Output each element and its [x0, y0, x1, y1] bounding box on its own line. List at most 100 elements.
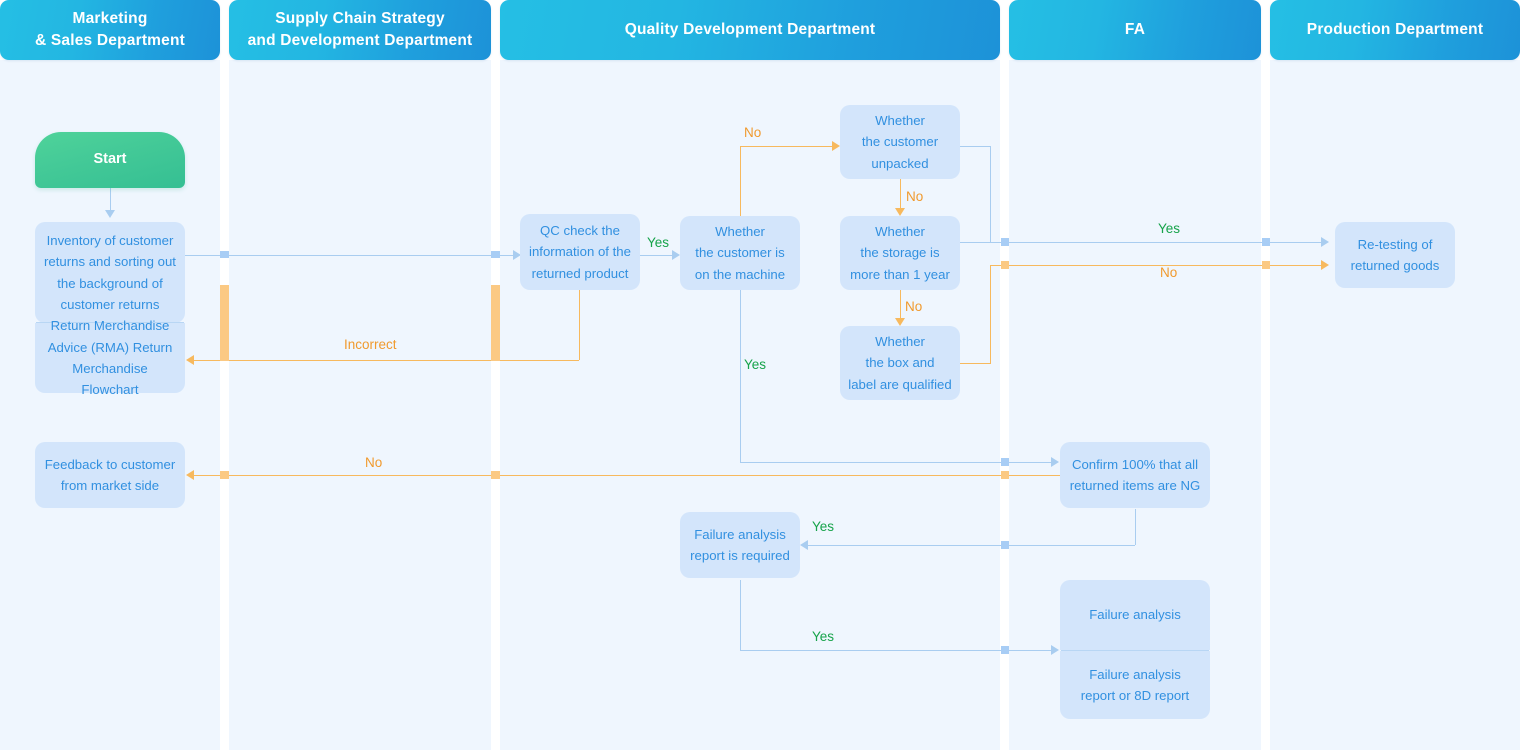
node-start[interactable]: Start: [35, 132, 185, 188]
node-line1: Whether: [875, 112, 925, 128]
lane-gap-crossing-feedback-2: [491, 471, 500, 479]
node-qc-check-information[interactable]: QC check the information of the returned…: [520, 214, 640, 290]
arrowhead-no-to-retesting: [1321, 260, 1329, 270]
node-confirm-100-returned-items-ng[interactable]: Confirm 100% that all returned items are…: [1060, 442, 1210, 508]
edge-label-feedback-no: No: [365, 455, 383, 470]
edge-feedback-no-c: [229, 475, 491, 476]
node-line3: Merchandise Flowchart: [72, 361, 148, 398]
node-whether-customer-unpacked[interactable]: Whether the customer unpacked: [840, 105, 960, 179]
node-line1: Whether: [875, 333, 925, 349]
node-line3: on the machine: [694, 266, 786, 282]
node-line1: Confirm 100% that all: [1071, 456, 1199, 472]
lane-title-line1: Supply Chain Strategy: [275, 10, 445, 27]
edge-yes-retest-to-node: [1270, 242, 1322, 243]
arrowhead-onmachine-to-unpacked: [832, 141, 840, 151]
edge-feedback-no-b: [500, 475, 1001, 476]
edge-start-to-inventory: [110, 188, 111, 214]
edge-unpacked-yes-down: [990, 146, 991, 242]
lane-title-line2: & Sales Department: [34, 32, 186, 49]
node-line1: Failure analysis: [694, 526, 786, 542]
node-retesting-of-returned-goods[interactable]: Re-testing of returned goods: [1335, 222, 1455, 288]
swimlane-header-fa[interactable]: FA: [1009, 0, 1261, 60]
edge-no-rail-c: [1270, 265, 1322, 266]
edge-storage-no-down: [900, 288, 901, 322]
lane-gap-crossing-incorrect-2: [220, 285, 229, 361]
arrowhead-incorrect-to-rma: [186, 355, 194, 365]
edge-qc-incorrect-left-c: [194, 360, 220, 361]
lane-gap-crossing-feedback-1: [1001, 471, 1009, 479]
lane-gap-crossing-yes-retest-2: [1262, 238, 1270, 246]
edge-feedback-no-a: [1009, 475, 1061, 476]
node-rma-flowchart[interactable]: Return Merchandise Advice (RMA) Return M…: [35, 318, 185, 397]
edge-label-machine-yes: Yes: [744, 357, 767, 372]
edge-label-storage-no: No: [905, 299, 923, 314]
edge-feedback-no-d: [194, 475, 220, 476]
node-inventory-of-customer-returns[interactable]: Inventory of customer returns and sortin…: [35, 222, 185, 323]
arrowhead-start-to-inventory: [105, 210, 115, 218]
lane-gap-crossing-incorrect-1: [491, 285, 500, 361]
node-failure-analysis[interactable]: Failure analysis: [1060, 580, 1210, 650]
node-line1: Failure analysis: [1089, 666, 1181, 682]
node-line2: the box and: [865, 355, 935, 371]
edge-onmachine-yes-down: [740, 290, 741, 462]
node-group-divider: [36, 322, 184, 323]
edge-confirm-down: [1135, 509, 1136, 545]
edge-label-incorrect: Incorrect: [344, 337, 397, 352]
node-line1: Return Merchandise: [50, 318, 170, 334]
edge-unpacked-no-down: [900, 178, 901, 212]
node-whether-box-and-label-qualified[interactable]: Whether the box and label are qualified: [840, 326, 960, 400]
node-failure-analysis-8d-report[interactable]: Failure analysis report or 8D report: [1060, 651, 1210, 719]
lane-gap-crossing-fareq: [1001, 541, 1009, 549]
node-line2: returned goods: [1350, 258, 1440, 273]
swimlane-body-production: [1270, 60, 1520, 750]
edge-label-qc-yes: Yes: [647, 235, 670, 250]
swimlane-header-supply-chain[interactable]: Supply Chain Strategy and Development De…: [229, 0, 491, 60]
edge-label-unpacked-no: No: [906, 189, 924, 204]
edge-confirm-to-fareq-b: [808, 545, 1001, 546]
swimlane-body-supply-chain: [229, 60, 491, 750]
swimlane-header-production[interactable]: Production Department: [1270, 0, 1520, 60]
edge-fareq-yes-down: [740, 580, 741, 650]
node-line4: customer returns: [60, 296, 160, 312]
edge-qc-incorrect-left-a: [500, 360, 579, 361]
edge-fareq-yes-right-b: [1009, 650, 1052, 651]
edge-label-fa-required-yes: Yes: [812, 519, 835, 534]
node-line2: from market side: [60, 478, 160, 493]
lane-gap-crossing-no-retest-1: [1001, 261, 1009, 269]
edge-storage-yes-right: [959, 242, 1001, 243]
swimlane-production: Production Department: [1270, 0, 1520, 750]
node-line2: returned items are NG: [1069, 478, 1201, 493]
arrowhead-to-feedback: [186, 470, 194, 480]
node-line2: information of the: [529, 244, 631, 260]
node-whether-customer-on-machine[interactable]: Whether the customer is on the machine: [680, 216, 800, 290]
node-line3: unpacked: [871, 155, 929, 171]
node-whether-storage-more-than-1-year[interactable]: Whether the storage is more than 1 year: [840, 216, 960, 290]
edge-boxlabel-yes-right: [959, 363, 991, 364]
edge-label-machine-no: No: [744, 125, 762, 140]
edge-onmachine-no-up: [740, 146, 741, 221]
arrowhead-to-failure-analysis: [1051, 645, 1059, 655]
lane-gap-crossing-feedback-3: [220, 471, 229, 479]
node-line1: QC check the: [540, 222, 620, 238]
node-failure-analysis-report-required[interactable]: Failure analysis report is required: [680, 512, 800, 578]
node-feedback-to-customer[interactable]: Feedback to customer from market side: [35, 442, 185, 508]
swimlane-header-quality[interactable]: Quality Development Department: [500, 0, 1000, 60]
node-line1: Feedback to customer: [44, 456, 176, 472]
lane-gap-crossing-no-retest-2: [1262, 261, 1270, 269]
swimlane-supply-chain: Supply Chain Strategy and Development De…: [229, 0, 491, 750]
node-line3: the background of: [57, 275, 163, 291]
edge-inventory-to-qc-b: [229, 255, 491, 256]
lane-gap-crossing-inventory-qc-2: [491, 251, 500, 258]
edge-inventory-to-qc-a: [185, 255, 220, 256]
lane-title-line2: and Development Department: [247, 32, 473, 49]
lane-gap-crossing-confirm: [1001, 458, 1009, 466]
node-line2: Advice (RMA) Return: [47, 339, 173, 355]
arrowhead-qc-to-onmachine: [672, 250, 680, 260]
lane-title: Production Department: [1306, 21, 1484, 38]
arrowhead-to-confirm-ng: [1051, 457, 1059, 467]
edge-no-rail-b: [1009, 265, 1262, 266]
lane-gap-crossing-yes-retest-1: [1001, 238, 1009, 246]
swimlane-header-marketing[interactable]: Marketing & Sales Department: [0, 0, 220, 60]
edge-qc-incorrect-left-b: [229, 360, 491, 361]
node-line2: report or 8D report: [1080, 688, 1190, 703]
